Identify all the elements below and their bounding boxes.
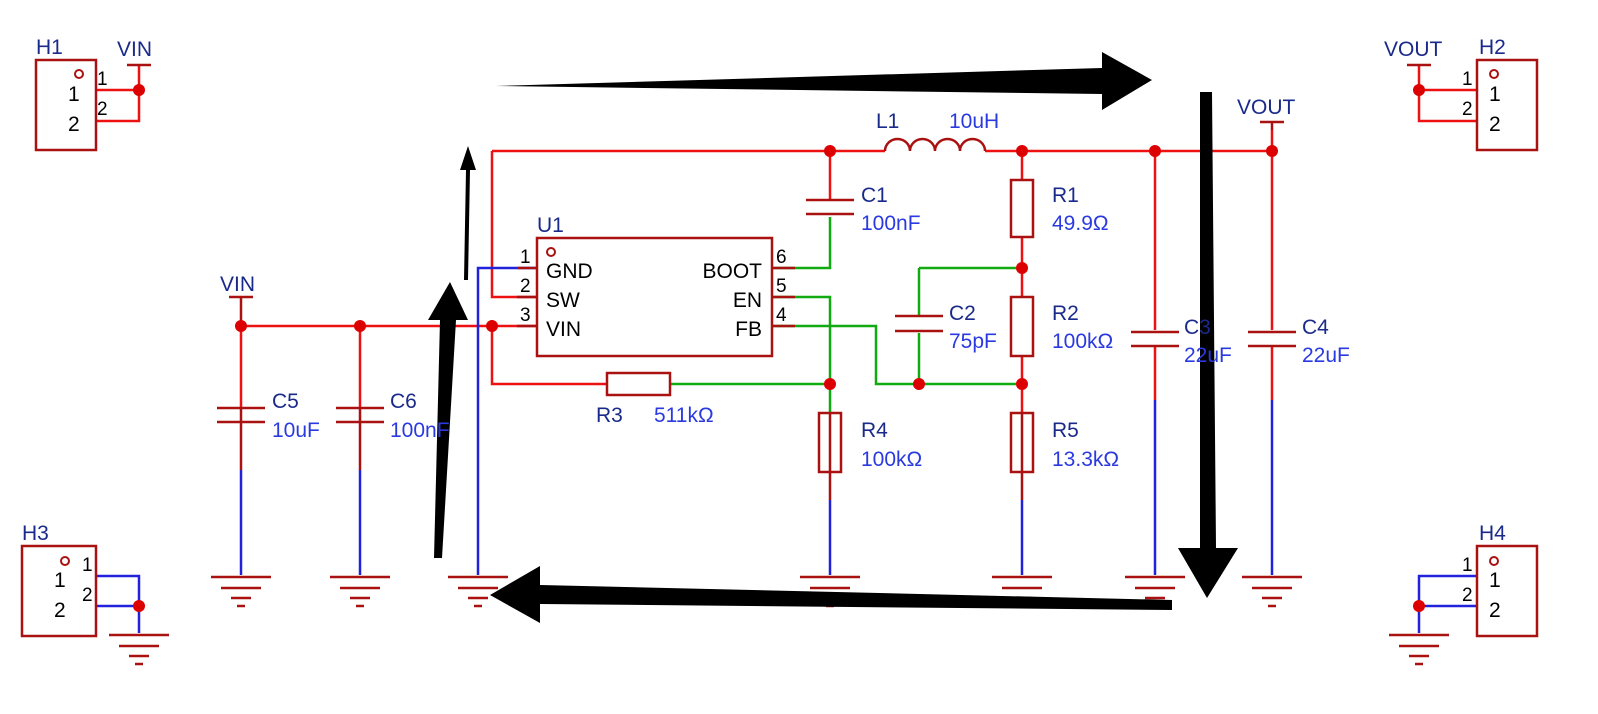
header-h4-pin1: 1 bbox=[1489, 569, 1501, 592]
designator-r2: R2 bbox=[1052, 302, 1079, 325]
u1-pin5-name: EN bbox=[733, 289, 762, 312]
header-h2-pin1: 1 bbox=[1489, 83, 1501, 106]
resistor-r4[interactable] bbox=[817, 411, 843, 474]
value-r3: 511kΩ bbox=[654, 404, 714, 427]
capacitor-c1[interactable] bbox=[806, 198, 854, 216]
designator-c6: C6 bbox=[390, 390, 417, 413]
capacitor-c2[interactable] bbox=[895, 314, 943, 333]
ground-symbol bbox=[330, 575, 390, 608]
value-c6: 100nF bbox=[390, 419, 450, 442]
header-h3-pin1: 1 bbox=[54, 569, 66, 592]
header-h3-pin2-num: 2 bbox=[82, 585, 93, 606]
header-h4[interactable] bbox=[1475, 544, 1539, 638]
net-label-vin: VIN bbox=[220, 273, 255, 296]
current-flow-arrows bbox=[428, 52, 1238, 623]
header-h2-pin2: 2 bbox=[1489, 113, 1501, 136]
capacitor-c4[interactable] bbox=[1248, 330, 1296, 348]
header-h3[interactable] bbox=[20, 544, 98, 638]
ground-symbol bbox=[448, 575, 508, 608]
arrow-up-icon bbox=[428, 282, 468, 558]
header-h2[interactable] bbox=[1475, 58, 1539, 152]
header-h2-pin1-num: 1 bbox=[1462, 69, 1473, 90]
header-h1-pin2-num: 2 bbox=[97, 99, 108, 120]
header-h3-pin1-num: 1 bbox=[82, 555, 93, 576]
ground-symbol bbox=[211, 575, 271, 608]
designator-c3: C3 bbox=[1184, 316, 1211, 339]
designator-r5: R5 bbox=[1052, 419, 1079, 442]
value-r1: 49.9Ω bbox=[1052, 212, 1109, 235]
designator-h2: H2 bbox=[1479, 36, 1506, 59]
net-label-vin: VIN bbox=[117, 38, 152, 61]
component-leads bbox=[239, 408, 1024, 500]
designator-c1: C1 bbox=[861, 184, 888, 207]
ground-symbol bbox=[109, 633, 169, 666]
header-h4-pin2-num: 2 bbox=[1462, 585, 1473, 606]
value-r2: 100kΩ bbox=[1052, 330, 1113, 353]
designator-c2: C2 bbox=[949, 302, 976, 325]
value-c5: 10uF bbox=[272, 419, 320, 442]
header-h4-pin1-num: 1 bbox=[1462, 555, 1473, 576]
u1-pin5-number: 5 bbox=[776, 276, 787, 297]
ground-symbols bbox=[109, 575, 1449, 666]
value-c1: 100nF bbox=[861, 212, 921, 235]
value-r4: 100kΩ bbox=[861, 448, 922, 471]
ic-u1[interactable] bbox=[517, 236, 795, 358]
ground-symbol bbox=[1242, 575, 1302, 608]
u1-pin2-number: 2 bbox=[520, 276, 531, 297]
designator-c5: C5 bbox=[272, 390, 299, 413]
u1-pin1-name: GND bbox=[546, 260, 593, 283]
arrow-up-small-icon bbox=[460, 146, 476, 280]
value-c4: 22uF bbox=[1302, 344, 1350, 367]
capacitor-c5[interactable] bbox=[217, 406, 265, 424]
header-h1[interactable] bbox=[34, 58, 98, 152]
header-h4-pin2: 2 bbox=[1489, 599, 1501, 622]
header-h2-pin2-num: 2 bbox=[1462, 99, 1473, 120]
capacitor-c3[interactable] bbox=[1131, 330, 1179, 348]
header-h3-pin2: 2 bbox=[54, 599, 66, 622]
capacitor-c6[interactable] bbox=[336, 406, 384, 424]
resistor-r5[interactable] bbox=[1009, 411, 1035, 474]
u1-pin2-name: SW bbox=[546, 289, 580, 312]
designator-r4: R4 bbox=[861, 419, 888, 442]
ground-symbol bbox=[992, 575, 1052, 608]
ground-symbol bbox=[1389, 633, 1449, 666]
designator-r3: R3 bbox=[596, 404, 623, 427]
u1-pin3-name: VIN bbox=[546, 318, 581, 341]
u1-pin3-number: 3 bbox=[520, 305, 531, 326]
arrow-left-icon bbox=[490, 566, 1172, 623]
u1-pin4-name: FB bbox=[735, 318, 762, 341]
designator-u1: U1 bbox=[537, 214, 564, 237]
ground-symbol bbox=[1125, 575, 1185, 608]
designator-h1: H1 bbox=[36, 36, 63, 59]
u1-pin6-name: BOOT bbox=[702, 260, 762, 283]
ground-symbol bbox=[800, 575, 860, 608]
designator-r1: R1 bbox=[1052, 184, 1079, 207]
value-r5: 13.3kΩ bbox=[1052, 448, 1119, 471]
designator-c4: C4 bbox=[1302, 316, 1329, 339]
header-h1-pin1-num: 1 bbox=[97, 69, 108, 90]
arrow-right-icon bbox=[496, 52, 1152, 110]
designator-l1: L1 bbox=[876, 110, 899, 133]
u1-pin1-number: 1 bbox=[520, 247, 531, 268]
resistor-r2[interactable] bbox=[1009, 295, 1035, 358]
header-h1-pin1: 1 bbox=[68, 83, 80, 106]
value-c2: 75pF bbox=[949, 330, 997, 353]
resistor-r1[interactable] bbox=[1009, 178, 1035, 239]
power-flags bbox=[127, 63, 1431, 326]
designator-h3: H3 bbox=[22, 522, 49, 545]
u1-pin4-number: 4 bbox=[776, 305, 787, 326]
net-label-vout: VOUT bbox=[1237, 96, 1296, 119]
resistor-r3[interactable] bbox=[605, 371, 672, 397]
junction-dots bbox=[133, 84, 1425, 612]
inductor-l1[interactable] bbox=[883, 137, 987, 152]
value-c3: 22uF bbox=[1184, 344, 1232, 367]
arrow-down-icon bbox=[1178, 92, 1238, 598]
value-l1: 10uH bbox=[949, 110, 999, 133]
header-h1-pin2: 2 bbox=[68, 113, 80, 136]
net-label-vout: VOUT bbox=[1384, 38, 1443, 61]
u1-pin6-number: 6 bbox=[776, 247, 787, 268]
designator-h4: H4 bbox=[1479, 522, 1506, 545]
